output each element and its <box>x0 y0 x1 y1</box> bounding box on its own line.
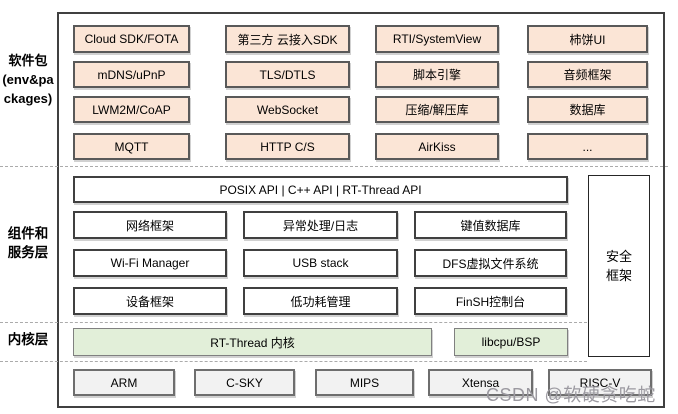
layer-label-packages: 软件包 (env&pa ckages) <box>2 53 54 106</box>
package-box-database: 数据库 <box>527 96 648 123</box>
package-box-mqtt: MQTT <box>73 133 190 160</box>
package-box-third-party-cloud-sdk: 第三方 云接入SDK <box>225 25 350 53</box>
component-box-kv-database: 键值数据库 <box>414 211 567 239</box>
divider-packages-components <box>0 166 668 167</box>
diagram-outer-border <box>57 12 665 408</box>
package-box-compression-lib: 压缩/解压库 <box>375 96 499 123</box>
component-box-low-power-mgmt: 低功耗管理 <box>243 287 398 315</box>
component-box-exception-log: 异常处理/日志 <box>243 211 398 239</box>
package-box-websocket: WebSocket <box>225 96 350 123</box>
layer-label-kernel: 内核层 <box>7 332 49 347</box>
package-box-more: ... <box>527 133 648 160</box>
cpu-box-mips: MIPS <box>315 369 414 396</box>
package-box-airkiss: AirKiss <box>375 133 499 160</box>
cpu-box-c-sky: C-SKY <box>194 369 295 396</box>
cpu-box-risc-v: RISC-V <box>548 369 652 396</box>
kernel-box-libcpu-bsp: libcpu/BSP <box>454 328 568 356</box>
package-box-rti-systemview: RTI/SystemView <box>375 25 499 53</box>
package-box-lwm2m-coap: LWM2M/CoAP <box>73 96 190 123</box>
divider-kernel-cpu <box>0 361 587 362</box>
component-box-usb-stack: USB stack <box>243 249 398 277</box>
component-box-dfs-filesystem: DFS虚拟文件系统 <box>414 249 567 277</box>
package-box-mdns-upnp: mDNS/uPnP <box>73 61 190 88</box>
component-box-finsh-console: FinSH控制台 <box>414 287 567 315</box>
component-box-device-framework: 设备框架 <box>73 287 227 315</box>
package-box-persimmon-ui: 柿饼UI <box>527 25 648 53</box>
security-framework-box: 安全 框架 <box>588 175 650 357</box>
package-box-cloud-sdk-fota: Cloud SDK/FOTA <box>73 25 190 53</box>
package-box-tls-dtls: TLS/DTLS <box>225 61 350 88</box>
package-box-audio-framework: 音频框架 <box>527 61 648 88</box>
divider-components-kernel <box>0 322 587 323</box>
api-bar: POSIX API | C++ API | RT-Thread API <box>73 176 568 203</box>
layer-label-components: 组件和 服务层 <box>7 226 49 260</box>
kernel-box-rt-thread-core: RT-Thread 内核 <box>73 328 432 356</box>
package-box-http-cs: HTTP C/S <box>225 133 350 160</box>
cpu-box-xtensa: Xtensa <box>428 369 533 396</box>
cpu-box-arm: ARM <box>73 369 175 396</box>
package-box-script-engine: 脚本引擎 <box>375 61 499 88</box>
component-box-network-framework: 网络框架 <box>73 211 227 239</box>
csdn-watermark: CSDN @软硬贪吃蛇 <box>486 385 656 405</box>
component-box-wifi-manager: Wi-Fi Manager <box>73 249 227 277</box>
